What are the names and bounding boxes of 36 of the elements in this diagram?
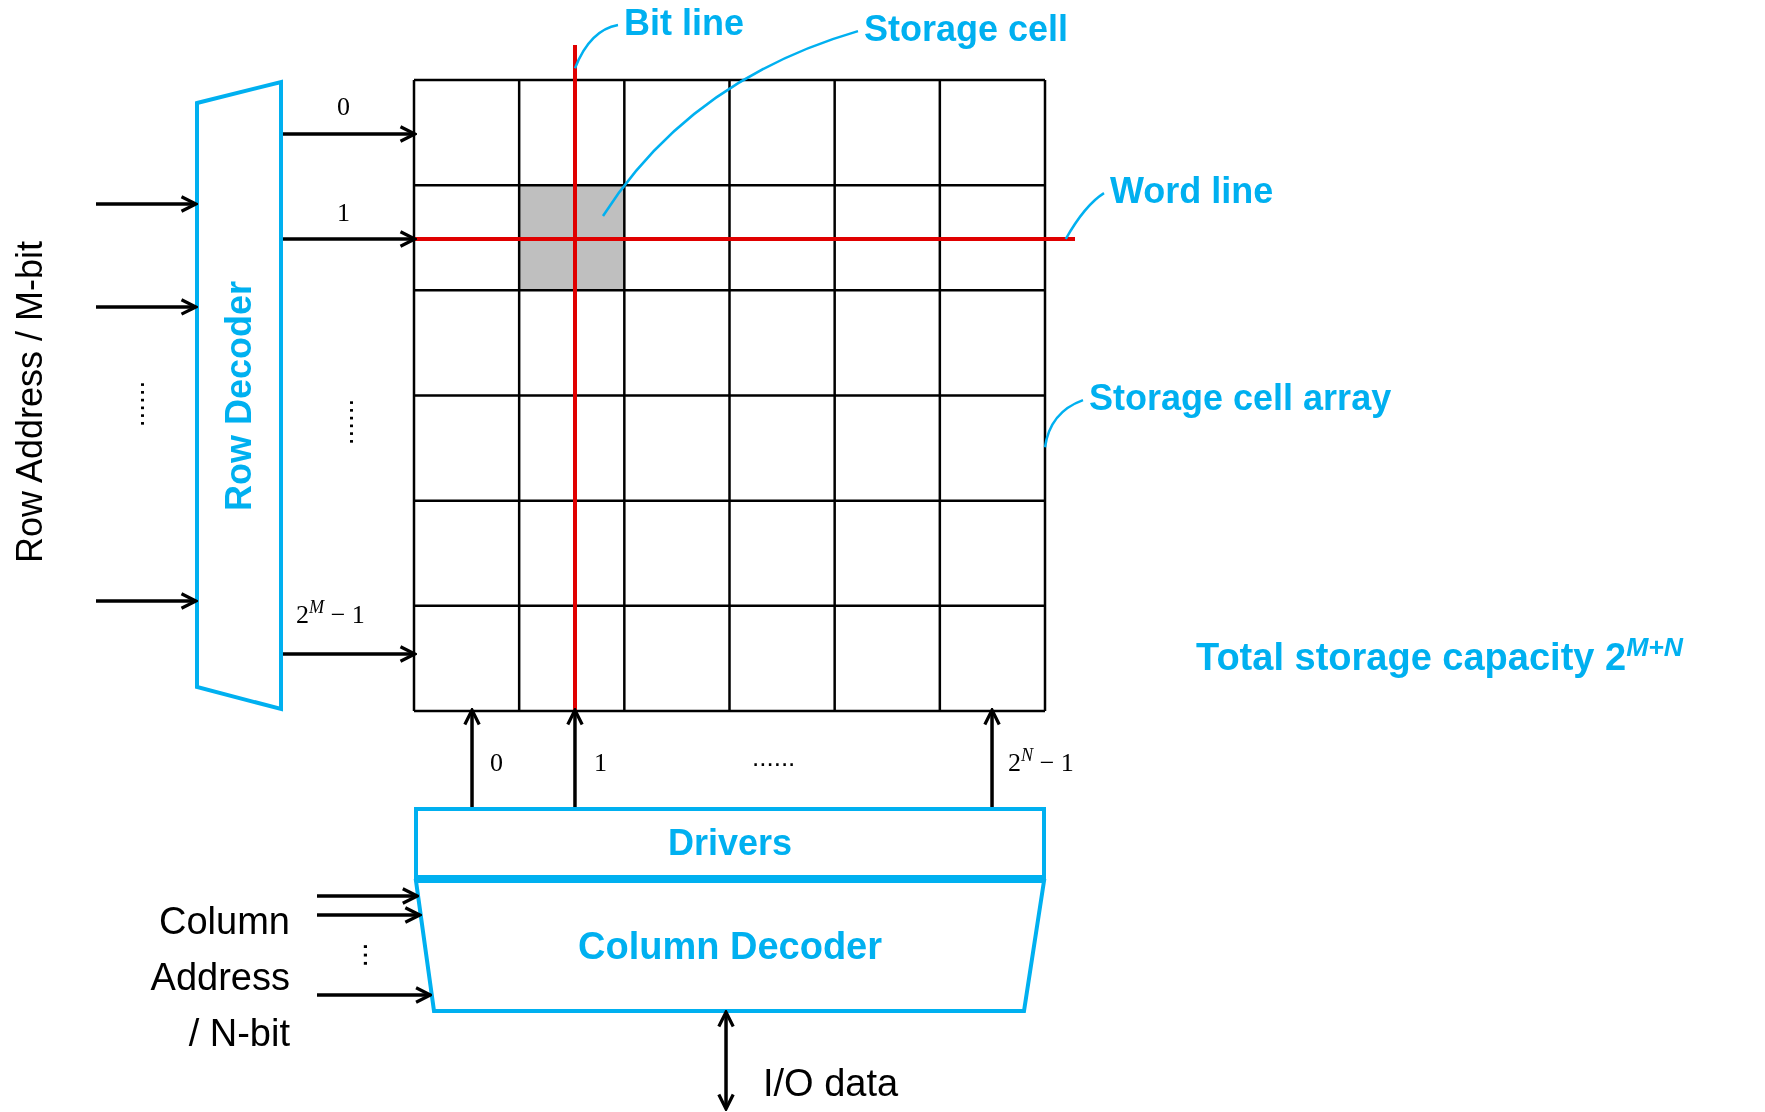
arrow [96,195,198,213]
callout-label: Storage cell array [1089,377,1392,419]
capacity-note: Total storage capacity 2$^{M+N}$ [1196,636,1683,679]
arrow [566,708,584,807]
block-label: Drivers [667,822,793,864]
leader-line [1043,398,1084,448]
arrow [463,708,481,807]
arrow [96,592,198,610]
arrow [283,230,417,248]
input-label: Column Address / N-bit [149,899,290,1056]
ellipsis: ...... [328,398,360,446]
arrow [717,1010,735,1111]
io-label: I/O data [763,1062,899,1105]
leader-line [1064,192,1105,240]
arrow [283,645,417,663]
ellipsis: ...... [119,380,151,428]
block-label: Column Decoder [578,924,882,968]
arrow [983,708,1001,807]
arrow [317,906,422,924]
axis-label: Row Address / M-bit [9,240,51,564]
column-decoder-trapezoid [414,879,1046,1013]
block-label: Row Decoder [218,280,260,511]
callout-label: Bit line [624,2,744,44]
ellipsis: ... [340,942,374,968]
callout-label: Word line [1110,170,1274,212]
arrow [317,986,433,1004]
storage-cell-array-grid [414,80,1045,711]
arrow [283,125,417,143]
leader-line [601,29,859,217]
callout-label: Storage cell [864,8,1069,50]
ellipsis: ...... [752,742,796,773]
drivers-box [414,807,1046,879]
row-decoder-trapezoid [195,80,283,711]
arrow [317,887,419,905]
arrow [96,298,198,316]
leader-line [573,23,619,69]
